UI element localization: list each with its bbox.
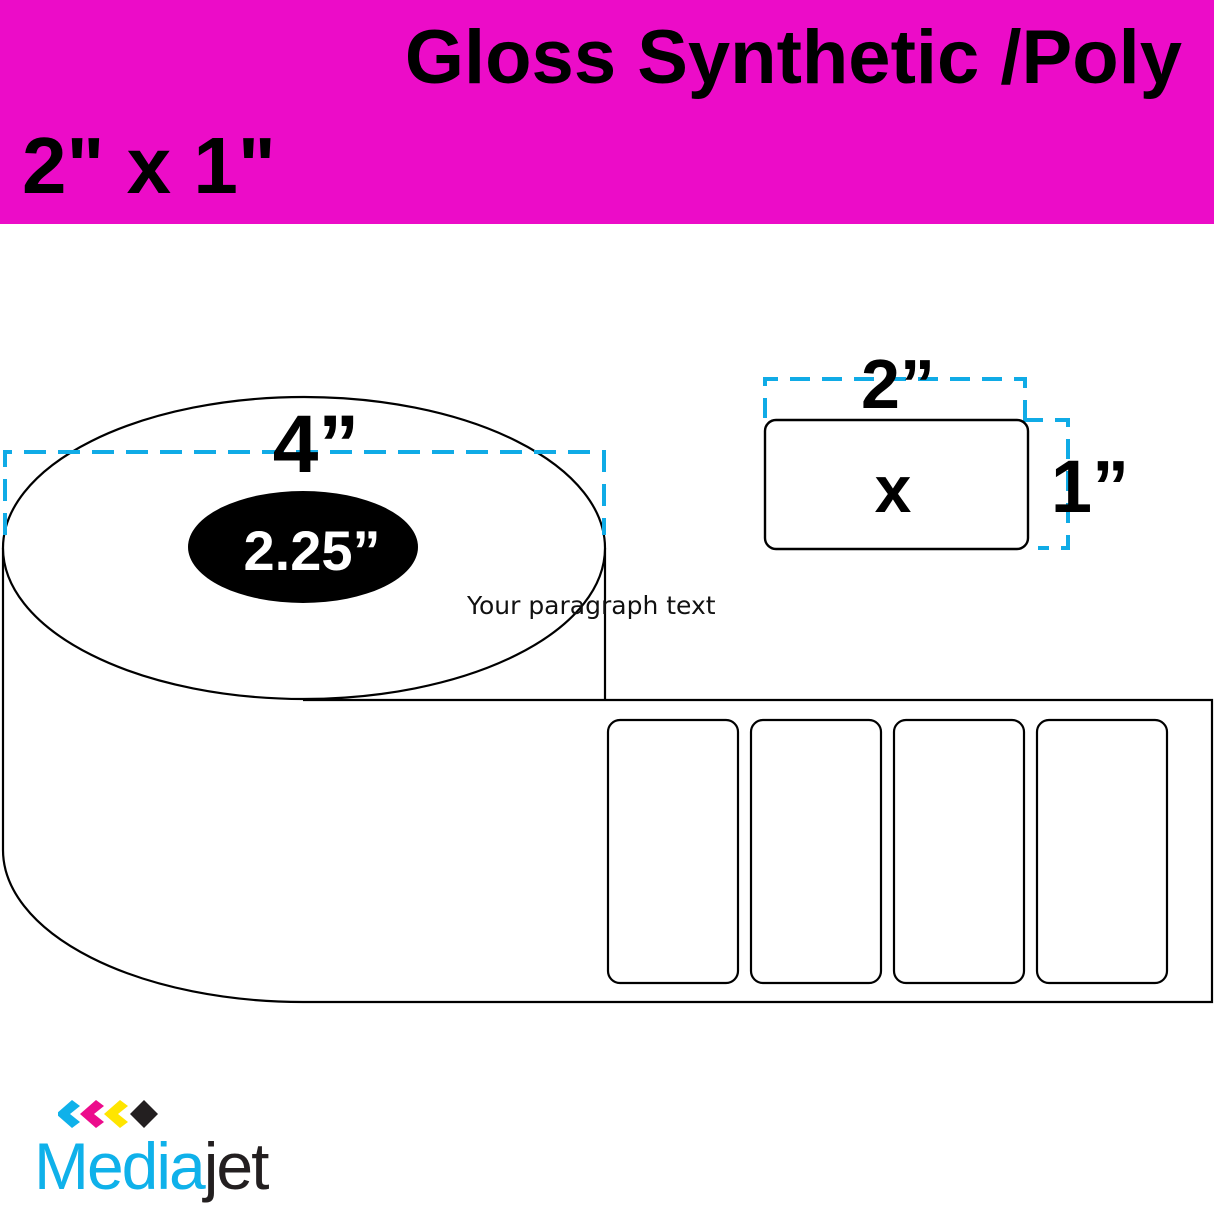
core-diameter-label: 2.25” (244, 519, 381, 582)
roll-label-2 (749, 718, 883, 985)
outer-diameter-label: 4” (273, 399, 360, 490)
label-center-mark: x (875, 452, 912, 526)
logo-wordmark: Mediajet (34, 1128, 270, 1204)
product-title: Gloss Synthetic /Poly (404, 15, 1182, 100)
roll-label-4 (1035, 718, 1169, 985)
label-height-dimension (1023, 418, 1070, 550)
roll-labels (606, 718, 1169, 985)
placeholder-paragraph-text: Your paragraph text (467, 591, 716, 620)
outer-diameter-dimension (3, 450, 606, 535)
core-ellipse (188, 491, 418, 603)
title-banner: Gloss Synthetic /Poly 2" x 1" (0, 0, 1214, 224)
roll-label-1 (606, 718, 740, 985)
mediajet-logo: Mediajet (34, 1098, 294, 1208)
label-width-dimension (763, 377, 1027, 418)
product-size: 2" x 1" (22, 121, 276, 210)
label-detail-outline (763, 418, 1030, 551)
logo-media-text: Media (34, 1129, 206, 1203)
label-width-text: 2” (861, 345, 935, 423)
cmyk-chevrons-icon (58, 1100, 158, 1128)
logo-jet-text: jet (203, 1129, 270, 1203)
label-height-text: 1” (1051, 445, 1129, 528)
roll-label-3 (892, 718, 1026, 985)
